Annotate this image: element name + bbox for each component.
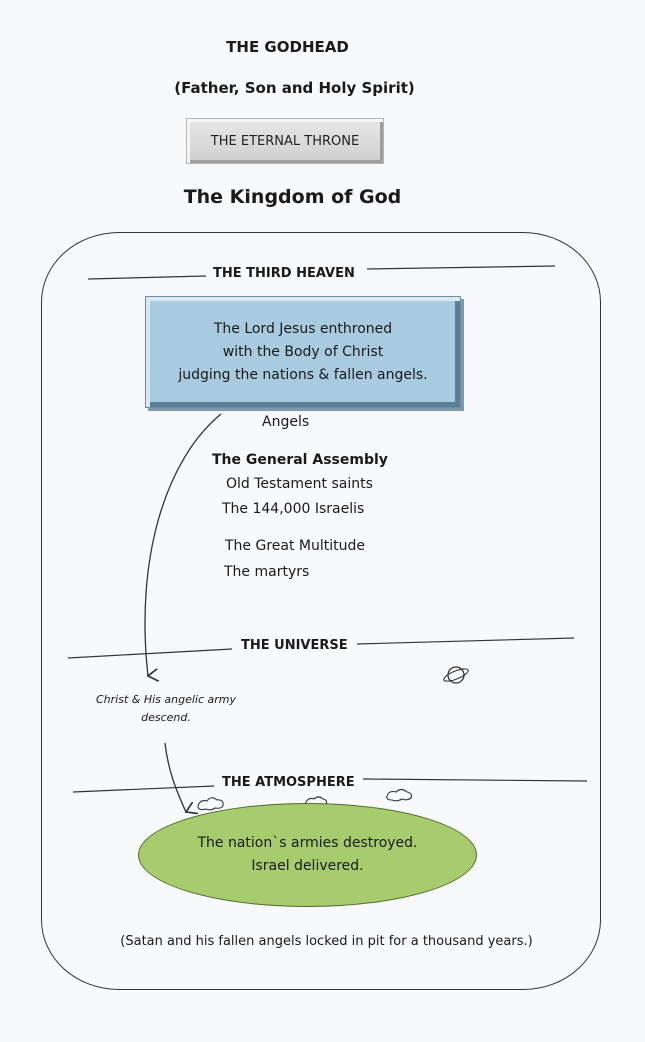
godhead-title: THE GODHEAD — [226, 38, 349, 56]
godhead-subtitle: (Father, Son and Holy Spirit) — [174, 79, 415, 97]
atmosphere-line-left — [72, 785, 215, 793]
assembly-item: The 144,000 Israelis — [222, 501, 365, 517]
eternal-throne-box: THE ETERNAL THRONE — [186, 118, 384, 164]
result-line: The nation`s armies destroyed. — [197, 835, 418, 851]
throne-line: judging the nations & fallen angels. — [178, 366, 428, 383]
jesus-enthroned-box: The Lord Jesus enthroned with the Body o… — [145, 296, 461, 408]
assembly-item: The martyrs — [224, 564, 310, 580]
assembly-item: The Great Multitude — [225, 538, 365, 554]
angels-label: Angels — [262, 414, 310, 430]
third-heaven-line-right — [366, 265, 556, 270]
kingdom-frame — [41, 232, 601, 990]
assembly-item: Old Testament saints — [226, 476, 373, 492]
result-line: Israel delivered. — [251, 858, 364, 874]
universe-line-right — [356, 637, 575, 645]
descent-line: descend. — [141, 711, 191, 724]
descent-arrow-upper — [144, 413, 222, 676]
descent-caption: Christ & His angelic army descend. — [80, 693, 252, 724]
planet-icon — [443, 666, 469, 684]
throne-line: with the Body of Christ — [222, 343, 384, 360]
kingdom-title: The Kingdom of God — [183, 186, 402, 208]
throne-line: The Lord Jesus enthroned — [213, 320, 393, 337]
atmosphere-line-right — [362, 778, 588, 782]
cloud-icon — [197, 797, 224, 811]
armies-destroyed-ellipse: The nation`s armies destroyed. Israel de… — [138, 803, 477, 907]
atmosphere-label: THE ATMOSPHERE — [222, 775, 355, 790]
descent-arrow-lower — [164, 742, 186, 812]
third-heaven-label: THE THIRD HEAVEN — [213, 266, 355, 281]
universe-line-left — [67, 648, 233, 659]
general-assembly-title: The General Assembly — [212, 452, 388, 468]
cloud-icon — [386, 788, 413, 802]
eternal-throne-label: THE ETERNAL THRONE — [210, 133, 360, 149]
footer-note: (Satan and his fallen angels locked in p… — [120, 934, 533, 949]
universe-label: THE UNIVERSE — [241, 638, 348, 653]
descent-line: Christ & His angelic army — [95, 693, 236, 706]
third-heaven-line-left — [87, 275, 207, 280]
